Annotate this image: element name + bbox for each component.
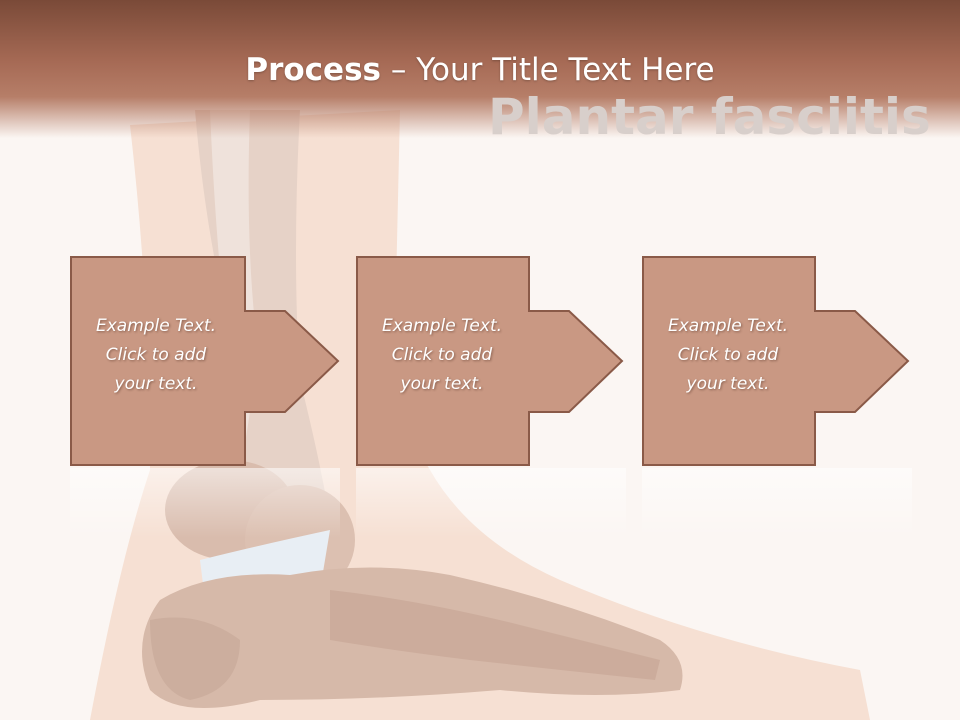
process-step-3[interactable]: Example Text. Click to add your text. [642,256,960,556]
arrow-box-shape [70,256,340,538]
title-bar [0,0,960,138]
title-rest-part: – Your Title Text Here [381,52,715,88]
process-step-1[interactable]: Example Text. Click to add your text. [70,256,410,556]
watermark-title: Plantar fasciitis [488,88,931,146]
step-text[interactable]: Example Text. Click to add your text. [95,316,217,394]
arrow-box-shape [356,256,626,538]
step-text[interactable]: Example Text. Click to add your text. [381,316,503,394]
title-bold-part: Process [245,52,381,88]
process-step-2[interactable]: Example Text. Click to add your text. [356,256,696,556]
arrow-box-shape [642,256,912,538]
slide-title[interactable]: Process – Your Title Text Here [0,52,960,88]
step-text[interactable]: Example Text. Click to add your text. [667,316,789,394]
